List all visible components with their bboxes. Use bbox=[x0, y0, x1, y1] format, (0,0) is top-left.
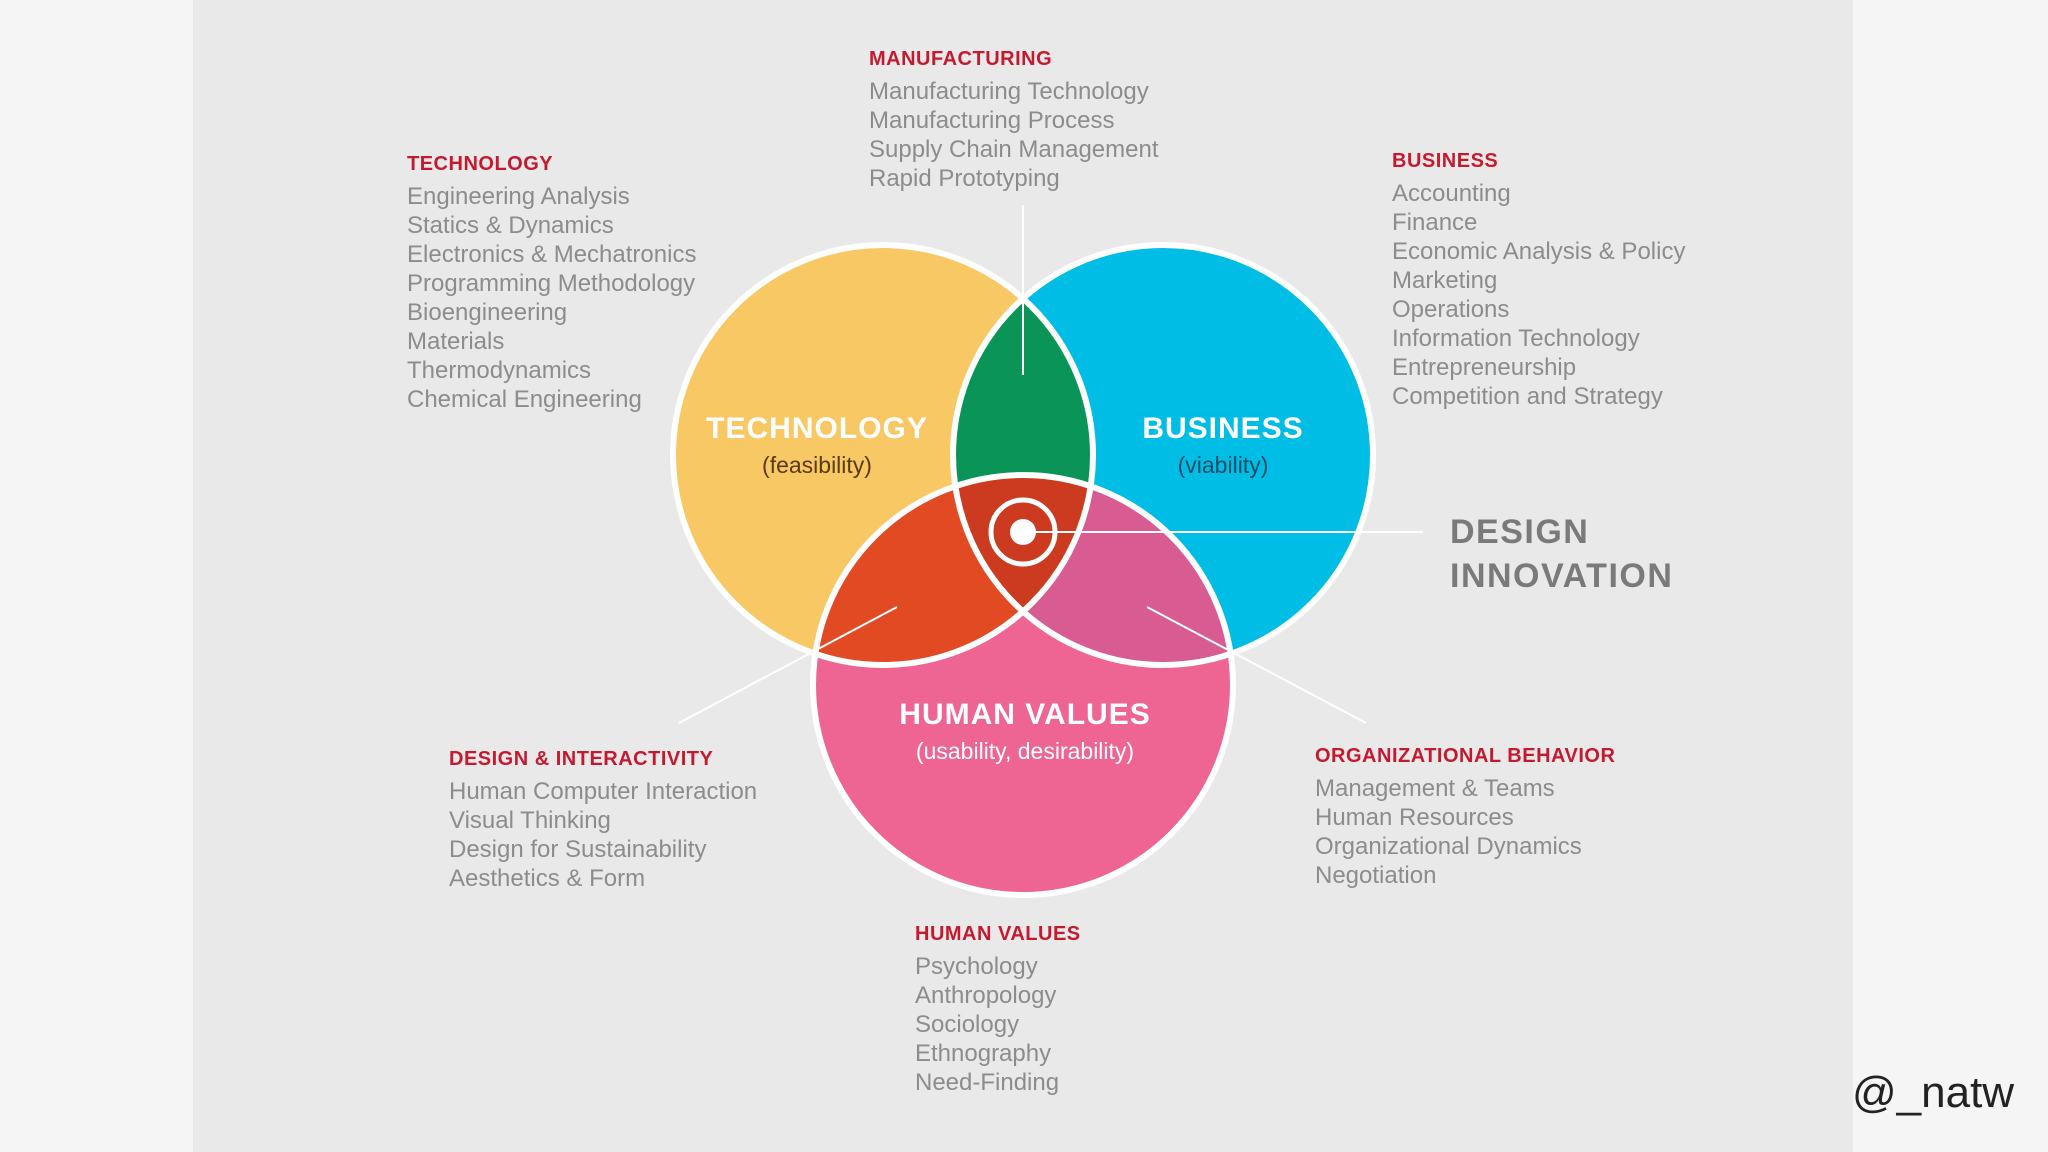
group-item: Aesthetics & Form bbox=[449, 865, 646, 892]
group-title: HUMAN VALUES bbox=[915, 923, 1081, 945]
circle-name: BUSINESS bbox=[1142, 412, 1304, 445]
group-item: Anthropology bbox=[915, 982, 1057, 1009]
design-innovation-line-2: INNOVATION bbox=[1450, 557, 1674, 595]
group-item: Competition and Strategy bbox=[1392, 383, 1663, 410]
group-item: Need-Finding bbox=[915, 1069, 1060, 1096]
group-human-values: HUMAN VALUES Psychology Anthropology Soc… bbox=[915, 923, 1081, 1097]
group-title: TECHNOLOGY bbox=[407, 153, 554, 175]
group-design-interactivity: DESIGN & INTERACTIVITY Human Computer In… bbox=[449, 748, 757, 893]
group-item: Manufacturing Technology bbox=[869, 78, 1149, 105]
group-item: Rapid Prototyping bbox=[869, 165, 1060, 192]
group-item: Accounting bbox=[1392, 180, 1511, 207]
design-innovation-label: DESIGN INNOVATION bbox=[1450, 510, 1673, 598]
group-item: Psychology bbox=[915, 953, 1038, 980]
intersection-technology-human bbox=[813, 475, 1093, 665]
circle-subtitle: (usability, desirability) bbox=[915, 738, 1135, 764]
group-title: ORGANIZATIONAL BEHAVIOR bbox=[1315, 745, 1616, 767]
group-organizational-behavior: ORGANIZATIONAL BEHAVIOR Management & Tea… bbox=[1315, 745, 1615, 890]
group-title: MANUFACTURING bbox=[869, 48, 1053, 70]
group-item: Bioengineering bbox=[407, 299, 568, 326]
circle-subtitle: (viability) bbox=[1177, 452, 1269, 478]
group-item: Ethnography bbox=[915, 1040, 1052, 1067]
group-manufacturing: MANUFACTURING Manufacturing Technology M… bbox=[869, 48, 1159, 193]
group-business: BUSINESS Accounting Finance Economic Ana… bbox=[1392, 150, 1685, 411]
group-item: Information Technology bbox=[1392, 325, 1640, 352]
group-item: Organizational Dynamics bbox=[1315, 833, 1582, 860]
circle-label-human-values: HUMAN VALUES (usability, desirability) bbox=[899, 698, 1150, 765]
design-innovation-line-1: DESIGN bbox=[1450, 513, 1590, 551]
circle-name: HUMAN VALUES bbox=[899, 698, 1151, 731]
group-item: Entrepreneurship bbox=[1392, 354, 1577, 381]
group-item: Operations bbox=[1392, 296, 1510, 323]
circle-subtitle: (feasibility) bbox=[762, 452, 872, 478]
group-item: Human Computer Interaction bbox=[449, 778, 758, 805]
circle-name: TECHNOLOGY bbox=[706, 412, 928, 445]
intersection-business-human bbox=[953, 475, 1233, 665]
connector-organizational-behavior bbox=[1146, 606, 1367, 724]
group-item: Management & Teams bbox=[1315, 775, 1555, 802]
group-item: Chemical Engineering bbox=[407, 386, 642, 413]
group-item: Thermodynamics bbox=[407, 357, 592, 384]
group-item: Sociology bbox=[915, 1011, 1020, 1038]
group-item: Human Resources bbox=[1315, 804, 1514, 831]
group-technology: TECHNOLOGY Engineering Analysis Statics … bbox=[407, 153, 696, 414]
group-title: DESIGN & INTERACTIVITY bbox=[449, 748, 714, 770]
group-item: Materials bbox=[407, 328, 505, 355]
group-item: Marketing bbox=[1392, 267, 1498, 294]
group-item: Supply Chain Management bbox=[869, 136, 1159, 163]
target-icon bbox=[988, 497, 1058, 567]
author-handle: @_natw bbox=[1852, 1068, 2015, 1117]
group-title: BUSINESS bbox=[1392, 150, 1499, 172]
group-item: Finance bbox=[1392, 209, 1478, 236]
group-item: Economic Analysis & Policy bbox=[1392, 238, 1686, 265]
group-item: Programming Methodology bbox=[407, 270, 696, 297]
circle-label-technology: TECHNOLOGY (feasibility) bbox=[706, 412, 928, 479]
group-item: Negotiation bbox=[1315, 862, 1437, 889]
group-item: Visual Thinking bbox=[449, 807, 611, 834]
connector-design-interactivity bbox=[678, 606, 898, 724]
group-item: Design for Sustainability bbox=[449, 836, 707, 863]
group-item: Engineering Analysis bbox=[407, 183, 630, 210]
group-item: Manufacturing Process bbox=[869, 107, 1115, 134]
group-item: Statics & Dynamics bbox=[407, 212, 614, 239]
group-item: Electronics & Mechatronics bbox=[407, 241, 697, 268]
circle-label-business: BUSINESS (viability) bbox=[1142, 412, 1303, 479]
